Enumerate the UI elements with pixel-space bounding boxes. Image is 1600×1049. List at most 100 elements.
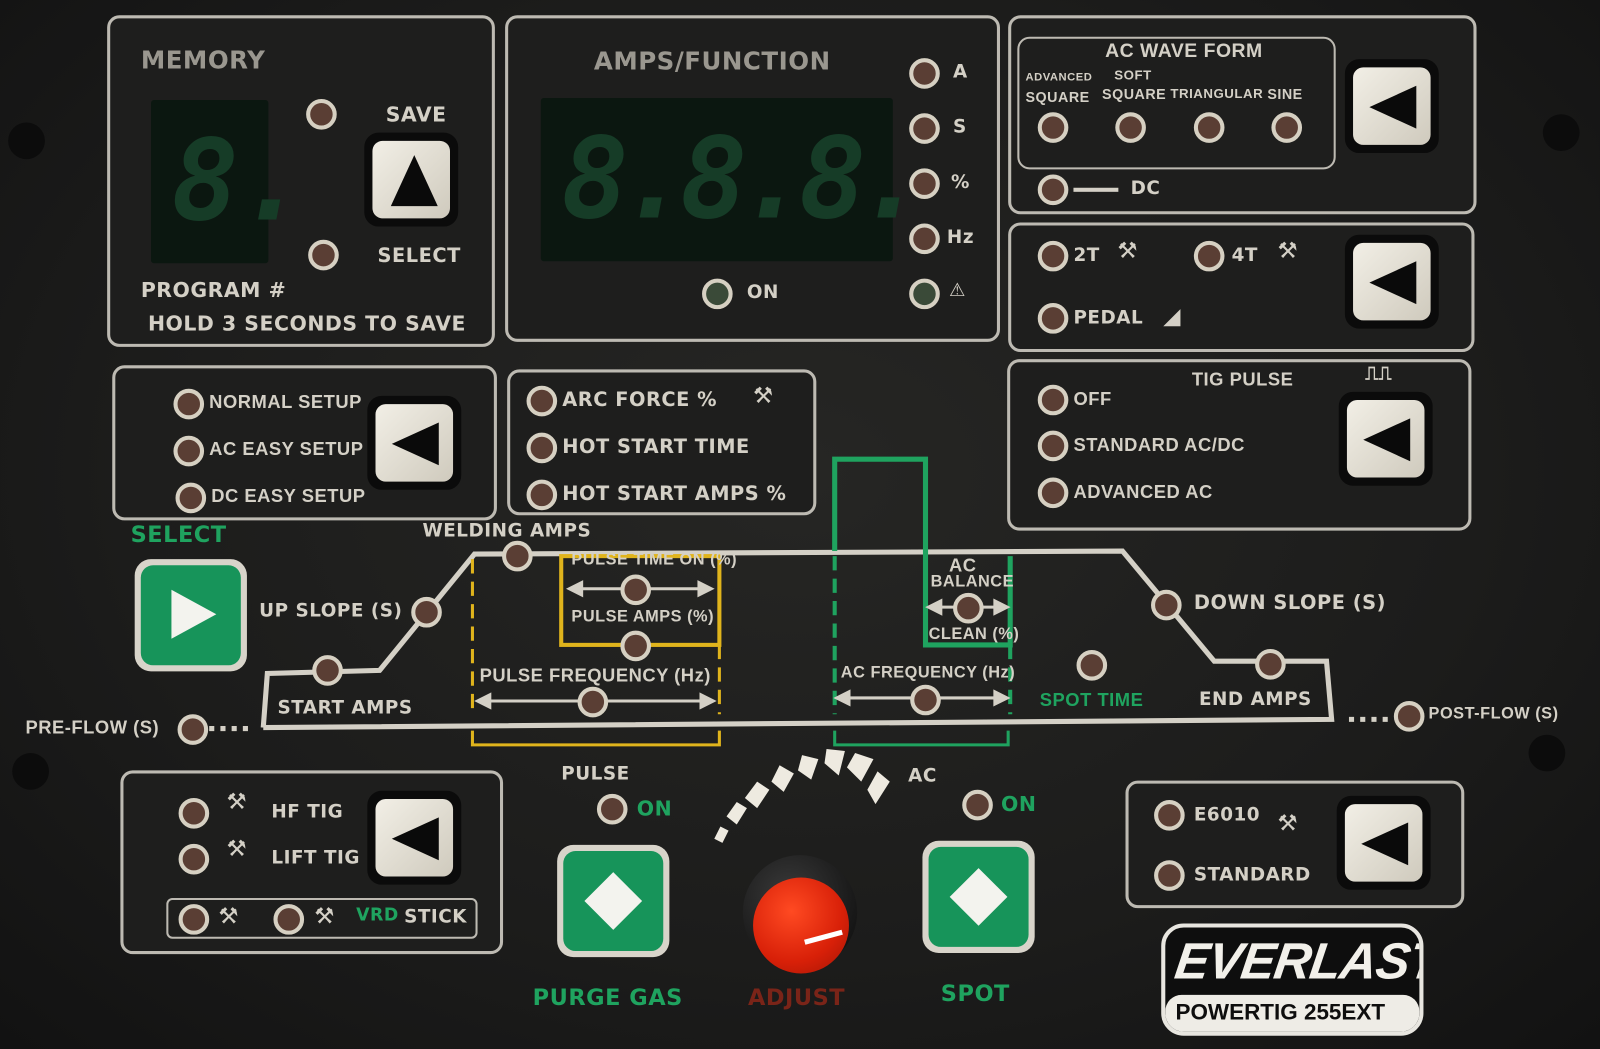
unit-s-indicator xyxy=(909,113,940,144)
e6010-indicator xyxy=(1154,799,1185,831)
electrode-select-button[interactable] xyxy=(1336,795,1431,890)
pulse-frequency-label: PULSE FREQUENCY (Hz) xyxy=(479,665,711,686)
left-arrow-icon xyxy=(1369,261,1417,305)
electrode-holder-icon: ⚒ xyxy=(218,904,239,930)
end-amps-label: END AMPS xyxy=(1198,688,1312,711)
sine-label: SINE xyxy=(1267,85,1303,103)
hf-tig-indicator xyxy=(178,797,210,829)
advanced-ac-label: ADVANCED AC xyxy=(1073,481,1213,503)
lift-tig-label: LIFT TIG xyxy=(271,846,360,869)
arc-force-indicator xyxy=(526,385,558,417)
amps-title: AMPS/FUNCTION xyxy=(593,46,831,76)
ac-label: AC xyxy=(908,765,937,787)
knob-cap xyxy=(753,877,849,974)
unit-hz-indicator xyxy=(909,223,940,255)
pulse-on-label: ON xyxy=(636,795,673,821)
left-arrow-icon xyxy=(1361,822,1409,866)
memory-up-button[interactable] xyxy=(364,132,459,227)
post-flow-indicator xyxy=(1393,701,1425,732)
hot-start-time-label: HOT START TIME xyxy=(562,435,750,459)
pulse-bracket xyxy=(470,730,721,747)
logo-brand: EVERLAST xyxy=(1171,932,1424,990)
select-button[interactable] xyxy=(134,559,247,672)
screw-icon xyxy=(1528,734,1566,772)
power-on-label: ON xyxy=(746,281,779,304)
save-label: SAVE xyxy=(385,102,447,127)
trigger-select-button[interactable] xyxy=(1344,234,1439,329)
warning-icon: ⚠ xyxy=(948,279,966,302)
pulse-on-indicator xyxy=(596,793,628,825)
end-amps-indicator xyxy=(1255,648,1286,680)
ac-balance-ac-label: AC xyxy=(948,555,977,576)
tig-pulse-select-button[interactable] xyxy=(1338,391,1433,486)
ac-frequency-indicator xyxy=(910,684,941,716)
advanced-square-label-1: ADVANCED xyxy=(1025,71,1093,84)
ac-wave-select-button[interactable] xyxy=(1344,59,1439,154)
standard-ac-dc-indicator xyxy=(1037,430,1069,462)
adjust-knob[interactable] xyxy=(742,855,858,974)
ac-spot-on-indicator xyxy=(962,789,993,821)
vrd-label: VRD xyxy=(356,905,399,926)
spot-button[interactable] xyxy=(922,840,1035,954)
electrode-holder-icon: ⚒ xyxy=(314,904,335,930)
lift-tig-indicator xyxy=(178,843,210,875)
screw-icon xyxy=(1542,114,1580,152)
weld-profile-line xyxy=(260,548,1335,731)
spot-time-indicator xyxy=(1076,649,1108,681)
diamond-icon xyxy=(584,872,643,930)
purge-gas-button[interactable] xyxy=(557,844,670,958)
pedal-label: PEDAL xyxy=(1073,307,1144,329)
unit-percent-indicator xyxy=(909,168,940,199)
stick-label: STICK xyxy=(404,906,467,928)
diamond-icon xyxy=(949,868,1008,926)
up-arrow-icon xyxy=(390,155,438,207)
pedal-indicator xyxy=(1037,303,1069,334)
sine-indicator xyxy=(1271,112,1303,143)
program-label: PROGRAM # xyxy=(140,277,287,303)
unit-s: S xyxy=(953,116,967,138)
ac-wave-inner xyxy=(1017,36,1336,170)
amps-display: 8.8.8. xyxy=(540,97,926,262)
lift-torch-icon: ⚒ xyxy=(226,836,247,863)
purge-gas-label: PURGE GAS xyxy=(532,985,683,1012)
start-mode-select-button[interactable] xyxy=(367,790,462,885)
ac-bracket xyxy=(833,730,1010,747)
normal-setup-label: NORMAL SETUP xyxy=(209,391,362,413)
soft-square-label-2: SQUARE xyxy=(1102,85,1167,103)
pulse-off-indicator xyxy=(1037,384,1069,416)
adjust-dial-scale xyxy=(714,748,890,843)
normal-setup-indicator xyxy=(173,388,205,420)
down-slope-indicator xyxy=(1151,589,1182,621)
pedal-icon: ◢ xyxy=(1163,304,1181,330)
e6010-label: E6010 xyxy=(1193,804,1261,826)
warning-indicator xyxy=(909,278,940,310)
pre-flow-indicator xyxy=(177,714,209,745)
advanced-square-label-2: SQUARE xyxy=(1025,88,1090,106)
pulse-wave-icon: ⎍⎍ xyxy=(1365,363,1393,385)
dc-easy-setup-label: DC EASY SETUP xyxy=(211,485,366,507)
hot-start-amps-label: HOT START AMPS % xyxy=(562,482,787,506)
pulse-time-on-label: PULSE TIME ON (%) xyxy=(571,551,738,569)
soft-square-indicator xyxy=(1115,112,1146,143)
adjust-label: ADJUST xyxy=(747,985,846,1012)
2t-label: 2T xyxy=(1073,244,1100,267)
select-label: SELECT xyxy=(377,244,461,268)
pulse-off-label: OFF xyxy=(1073,388,1112,410)
pulse-label: PULSE xyxy=(561,763,630,785)
ac-easy-setup-indicator xyxy=(173,435,205,467)
unit-a: A xyxy=(953,61,968,83)
stick-mode-box xyxy=(166,897,478,939)
save-indicator xyxy=(306,98,337,130)
setup-select-button[interactable] xyxy=(367,395,462,490)
pulse-amps-label: PULSE AMPS (%) xyxy=(571,608,715,626)
logo-model-band: POWERTIG 255EXT xyxy=(1165,994,1420,1032)
dc-indicator xyxy=(1037,174,1069,206)
hot-start-amps-indicator xyxy=(526,479,558,511)
torch-icon: ⚒ xyxy=(1117,238,1138,265)
pulse-frequency-indicator xyxy=(577,686,609,718)
ac-square-wave xyxy=(832,456,1013,648)
tig-pulse-title: TIG PULSE xyxy=(1191,369,1294,390)
dc-easy-setup-indicator xyxy=(175,482,207,514)
vrd-stick-indicator xyxy=(273,904,305,935)
